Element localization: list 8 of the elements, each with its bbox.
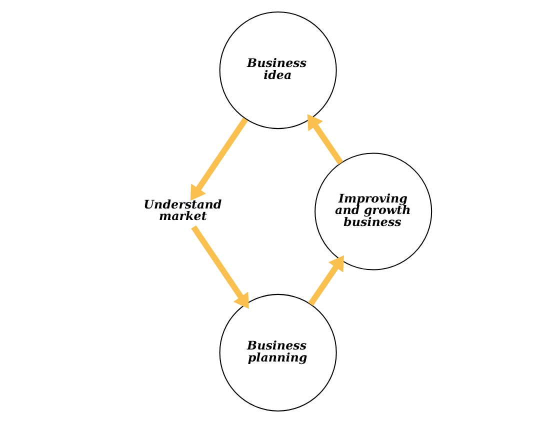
arrow (308, 255, 344, 306)
arrow (190, 225, 248, 309)
node-circle: Business planning (218, 294, 336, 412)
arrow (306, 114, 343, 165)
node-circle: Business idea (218, 12, 336, 130)
node-circle: Improving and growth business (314, 152, 432, 270)
arrow (190, 118, 248, 201)
node-text: Understand market (143, 197, 222, 224)
